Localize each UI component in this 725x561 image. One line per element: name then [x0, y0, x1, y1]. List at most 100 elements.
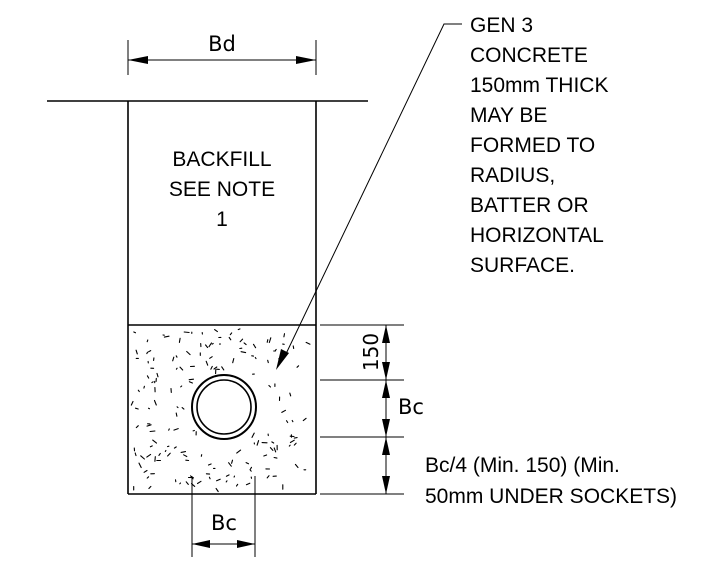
- concrete-speck: [147, 407, 151, 410]
- concrete-speck: [180, 451, 187, 453]
- concrete-speck: [149, 430, 156, 433]
- concrete-speck: [225, 474, 230, 477]
- concrete-speck: [256, 440, 260, 446]
- concrete-note-leader: [283, 23, 462, 359]
- concrete-note-line-9: SURFACE.: [470, 254, 575, 277]
- bd-arrow-right: [296, 56, 316, 64]
- concrete-speck: [245, 462, 250, 465]
- concrete-speck: [188, 381, 193, 384]
- concrete-speck: [221, 366, 225, 371]
- pipe-arrow-top: [382, 380, 390, 398]
- concrete-speck: [164, 449, 167, 452]
- bedding-note-line-1: Bc/4 (Min. 150) (Min.: [425, 454, 620, 477]
- concrete-texture: [130, 328, 311, 493]
- concrete-speck: [294, 463, 299, 469]
- concrete-speck: [231, 459, 234, 464]
- concrete-speck: [245, 482, 251, 486]
- concrete-note: GEN 3 CONCRETE 150mm THICK MAY BE FORMED…: [470, 14, 608, 277]
- concrete-speck: [188, 378, 195, 381]
- concrete-speck: [283, 333, 286, 338]
- concrete-speck: [130, 400, 134, 406]
- concrete-speck: [137, 389, 140, 393]
- concrete-speck: [266, 475, 270, 479]
- concrete-speck: [271, 441, 275, 444]
- concrete-speck: [163, 335, 170, 338]
- concrete-speck: [175, 412, 178, 417]
- bc-bottom-arrow-left: [192, 540, 210, 548]
- concrete-speck: [268, 337, 272, 344]
- concrete-speck: [204, 344, 209, 349]
- concrete-speck: [134, 452, 137, 457]
- concrete-speck: [228, 336, 232, 341]
- concrete-speck: [293, 442, 297, 446]
- concrete-speck: [252, 343, 257, 349]
- concrete-speck: [153, 399, 157, 406]
- backfill-label: BACKFILL SEE NOTE 1: [169, 148, 275, 231]
- concrete-speck: [208, 476, 211, 480]
- concrete-speck: [249, 466, 253, 470]
- concrete-speck: [140, 455, 145, 460]
- cover-arrow-bottom: [382, 362, 390, 380]
- concrete-speck: [232, 357, 235, 364]
- concrete-speck: [240, 351, 247, 354]
- concrete-speck: [285, 420, 289, 424]
- concrete-speck: [289, 392, 292, 397]
- pipe-height-label: Bc: [398, 395, 424, 419]
- concrete-speck: [183, 331, 190, 334]
- concrete-speck: [133, 331, 137, 334]
- concrete-speck: [185, 481, 189, 485]
- concrete-note-line-5: FORMED TO: [470, 134, 595, 157]
- backfill-line-1: BACKFILL: [172, 148, 271, 171]
- concrete-speck: [176, 406, 179, 409]
- concrete-speck: [146, 476, 150, 479]
- bc-bottom-label: Bc: [211, 511, 237, 535]
- concrete-speck: [254, 356, 257, 360]
- concrete-speck: [215, 487, 219, 493]
- concrete-speck: [268, 384, 272, 388]
- concrete-note-line-7: BATTER OR: [470, 194, 589, 217]
- concrete-note-line-2: CONCRETE: [470, 44, 588, 67]
- concrete-speck: [237, 328, 241, 331]
- concrete-speck: [267, 359, 269, 364]
- bedding-note-line-2: 50mm UNDER SOCKETS): [425, 485, 677, 508]
- cover-arrow-top: [382, 325, 390, 343]
- concrete-speck: [134, 407, 139, 410]
- concrete-speck: [135, 349, 138, 355]
- bedding-arrow-top: [382, 437, 390, 455]
- concrete-speck: [167, 452, 171, 457]
- concrete-speck: [251, 432, 255, 438]
- concrete-speck: [249, 469, 252, 472]
- concrete-speck: [296, 365, 300, 368]
- concrete-speck: [183, 454, 188, 458]
- concrete-speck: [288, 444, 291, 447]
- concrete-speck: [146, 351, 149, 355]
- backfill-line-2: SEE NOTE: [169, 178, 275, 201]
- concrete-speck: [172, 356, 175, 362]
- concrete-speck: [180, 385, 183, 388]
- concrete-speck: [266, 339, 269, 343]
- concrete-speck: [229, 332, 233, 336]
- concrete-speck: [146, 424, 152, 427]
- concrete-speck: [302, 417, 307, 422]
- concrete-speck: [214, 329, 218, 333]
- bd-arrow-left: [128, 56, 148, 64]
- concrete-speck: [210, 365, 213, 370]
- concrete-speck: [138, 462, 142, 469]
- concrete-speck: [149, 445, 153, 448]
- concrete-speck: [143, 385, 145, 389]
- concrete-speck: [186, 350, 191, 356]
- concrete-speck: [281, 409, 287, 413]
- concrete-speck: [209, 356, 213, 359]
- concrete-speck: [228, 462, 232, 467]
- concrete-speck: [168, 428, 170, 431]
- concrete-speck: [158, 452, 161, 456]
- concrete-speck: [143, 469, 148, 473]
- concrete-speck: [135, 425, 139, 429]
- concrete-note-line-6: RADIUS,: [470, 164, 555, 187]
- concrete-speck: [239, 338, 244, 343]
- concrete-speck: [156, 372, 159, 378]
- concrete-speck: [175, 355, 178, 358]
- concrete-speck: [293, 437, 298, 439]
- bd-label: Bd: [208, 32, 236, 56]
